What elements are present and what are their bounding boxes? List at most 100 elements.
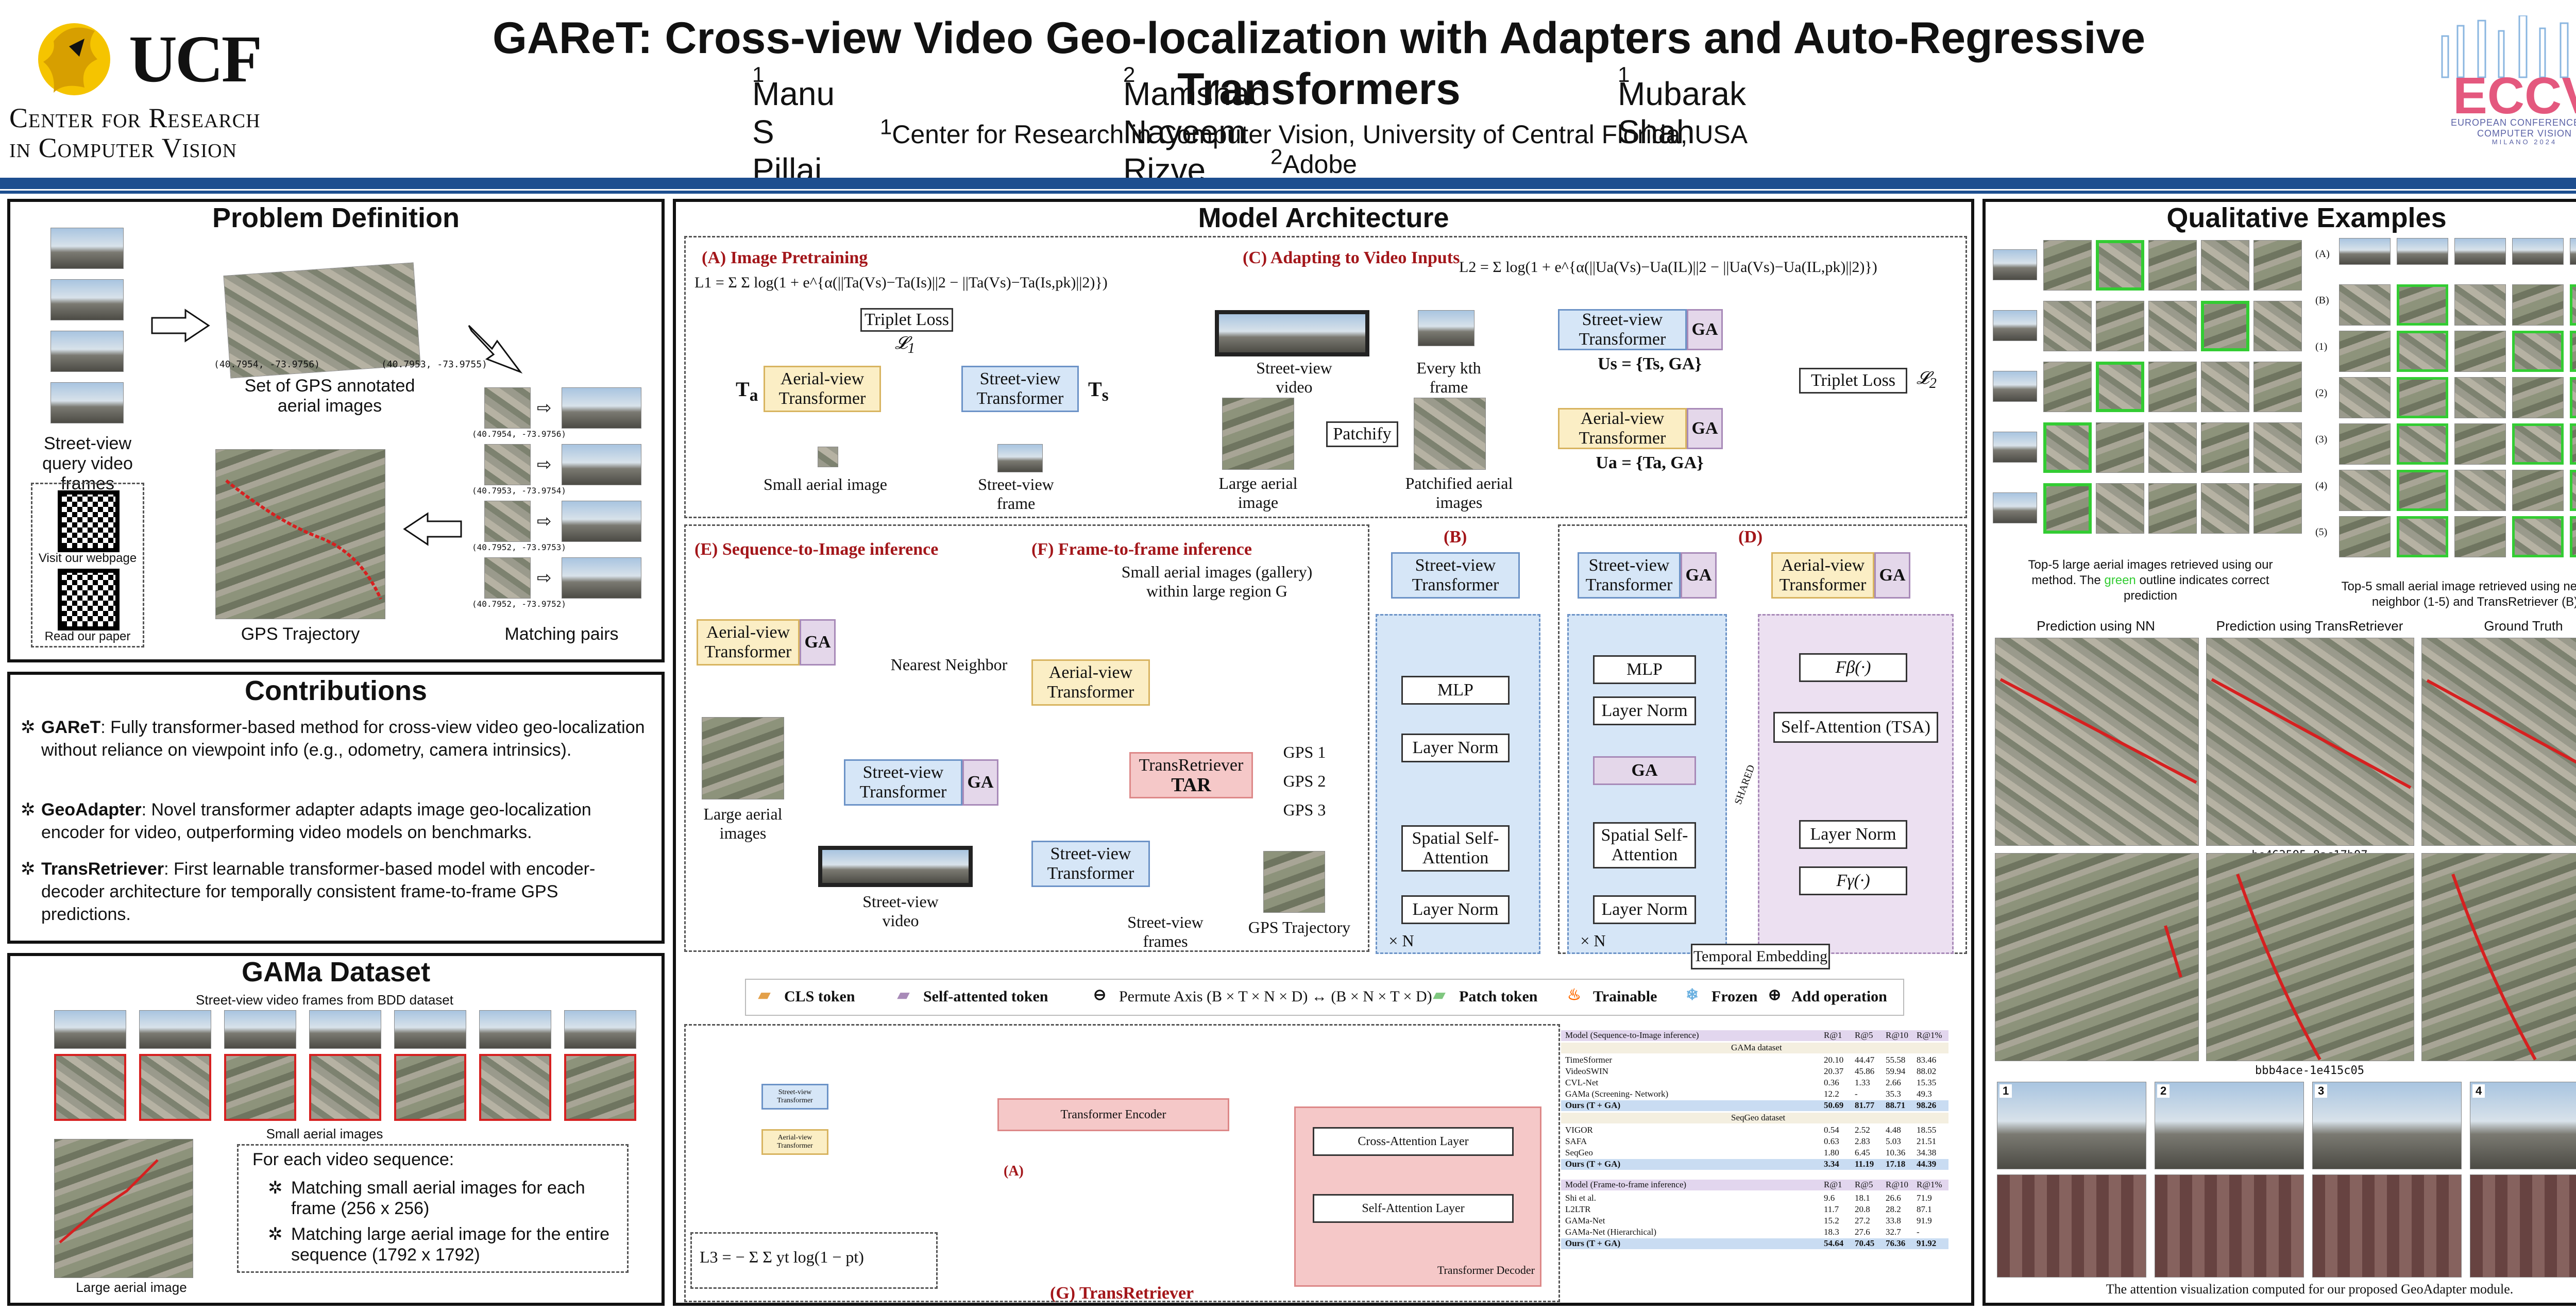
query-frame bbox=[1993, 249, 2037, 280]
retrieved-aerial bbox=[2512, 331, 2564, 372]
small-aerial bbox=[224, 1054, 296, 1121]
l3-box bbox=[690, 1232, 938, 1289]
row-label: (4) bbox=[2315, 480, 2328, 491]
pair-aerial bbox=[484, 557, 531, 599]
section-c-label: (C) Adapting to Video Inputs bbox=[1243, 248, 1460, 267]
webpage-qr-code[interactable] bbox=[58, 490, 120, 552]
paper-qr-code[interactable] bbox=[58, 569, 120, 631]
eccv-city: MILANO 2024 bbox=[2492, 138, 2557, 146]
retrieved-aerial bbox=[2096, 301, 2144, 351]
aerial-transformer-box: Aerial-view Transformer bbox=[697, 619, 800, 666]
snowflake-icon: ❄ bbox=[1686, 986, 1699, 1003]
retrieved-aerial bbox=[2512, 516, 2564, 557]
panel-title: Problem Definition bbox=[212, 202, 460, 233]
retrieved-aerial bbox=[2454, 516, 2506, 557]
row-label: (3) bbox=[2315, 434, 2328, 445]
query-frame bbox=[1993, 371, 2037, 402]
retrieved-aerial bbox=[2570, 284, 2576, 326]
retrieved-aerial bbox=[2339, 470, 2391, 511]
gps-label: GPS 3 bbox=[1283, 800, 1326, 819]
retrieval-row bbox=[1993, 360, 2307, 416]
small-aerial-label: Small aerial image bbox=[764, 475, 887, 493]
ua-equation: Ua = {Ta, GA} bbox=[1596, 453, 1704, 472]
retrieved-aerial bbox=[2512, 284, 2564, 326]
ga-block: GA bbox=[1593, 756, 1696, 785]
ga-adapter-box: GA bbox=[1681, 552, 1717, 599]
transformer-encoder-box: Transformer Encoder bbox=[997, 1098, 1229, 1131]
attention-map bbox=[1997, 1174, 2146, 1277]
patchify-box: Patchify bbox=[1326, 421, 1398, 447]
attention-caption: The attention visualization computed for… bbox=[2106, 1282, 2514, 1297]
self-attended-token-icon: ▰ bbox=[897, 986, 910, 1003]
l2-label: 𝓛2 bbox=[1917, 369, 1937, 391]
webpage-link[interactable]: Visit our webpage bbox=[38, 551, 137, 565]
l1-equation: L1 = Σ Σ log(1 + e^{α(||Ta(Vs)−Ta(Is)||2… bbox=[694, 274, 1108, 291]
patchified-grid bbox=[1414, 398, 1486, 470]
legend-label: Self-attented token bbox=[923, 988, 1048, 1005]
street-transformer-box: Street-view Transformer bbox=[1558, 309, 1687, 350]
pair-street bbox=[562, 387, 641, 429]
column-title: Prediction using TransRetriever bbox=[2216, 618, 2403, 634]
contribution-item: ✲GeoAdapter: Novel transformer adapter a… bbox=[21, 798, 649, 844]
attention-map bbox=[2312, 1174, 2462, 1277]
street-frame: 1 bbox=[1997, 1082, 2146, 1169]
retrieved-aerial bbox=[2397, 516, 2448, 557]
gps-trajectory-label: GPS Trajectory bbox=[1248, 918, 1351, 936]
retrieved-aerial bbox=[2512, 470, 2564, 511]
query-frame bbox=[2512, 238, 2564, 265]
query-frame bbox=[1993, 310, 2037, 341]
right-arrow-icon: ⇨ bbox=[537, 512, 552, 531]
bdd-frame bbox=[139, 1010, 211, 1049]
ts-label: Ts bbox=[1088, 378, 1109, 405]
affiliation-1: 1Center for Research in Computer Vision,… bbox=[879, 114, 1748, 149]
layer-norm-box: Layer Norm bbox=[1401, 734, 1510, 762]
frame-number: 1 bbox=[1999, 1084, 2012, 1098]
section-d-label: (D) bbox=[1738, 527, 1763, 547]
coord-label: (40.7953, -73.9754) bbox=[472, 486, 567, 496]
retrieved-aerial bbox=[2570, 423, 2576, 465]
section-b-label: (B) bbox=[1444, 527, 1467, 547]
layer-norm-box: Layer Norm bbox=[1593, 696, 1696, 725]
transretriever-prediction-map bbox=[2206, 853, 2414, 1061]
large-aerial bbox=[54, 1139, 193, 1278]
query-frame bbox=[50, 279, 124, 320]
right-arrow-icon: ⇨ bbox=[537, 568, 552, 588]
query-frame bbox=[1993, 492, 2037, 523]
section-e-label: (E) Sequence-to-Image inference bbox=[694, 540, 939, 559]
ga-adapter-box: GA bbox=[1874, 552, 1910, 599]
street-frames-caption: Street-view video frames from BDD datase… bbox=[196, 992, 453, 1008]
section-ac-frame bbox=[684, 236, 1967, 518]
query-frame bbox=[2454, 238, 2506, 265]
section-f-label: (F) Frame-to-frame inference bbox=[1031, 540, 1252, 559]
cross-attention-box: Cross-Attention Layer bbox=[1313, 1127, 1514, 1156]
ga-adapter-box: GA bbox=[1687, 309, 1723, 350]
retrieved-aerial bbox=[2148, 422, 2197, 473]
retrieved-aerial bbox=[2570, 377, 2576, 418]
aerial-transformer-box: Aerial-view Transformer bbox=[1558, 408, 1687, 449]
query-frame bbox=[50, 382, 124, 423]
permute-icon: ⊖ bbox=[1093, 986, 1107, 1003]
street-transformer-box: Street-view Transformer bbox=[1031, 841, 1150, 887]
nn-prediction-map bbox=[1995, 853, 2199, 1061]
paper-link[interactable]: Read our paper bbox=[44, 629, 131, 643]
retrieved-aerial bbox=[2512, 423, 2564, 465]
row-label: (2) bbox=[2315, 387, 2328, 399]
pair-street bbox=[562, 444, 641, 485]
retrieved-aerial bbox=[2043, 362, 2092, 412]
retrieved-aerial bbox=[2201, 483, 2249, 534]
gama-dataset-panel: GAMa Dataset Street-view video frames fr… bbox=[7, 953, 665, 1306]
retrieved-aerial bbox=[2043, 483, 2092, 534]
retrieved-aerial bbox=[2339, 423, 2391, 465]
gps-trajectory-map bbox=[215, 449, 385, 619]
section-ef-frame bbox=[684, 524, 1369, 952]
panel-title: Model Architecture bbox=[1198, 202, 1449, 233]
g-sub-a-label: (A) bbox=[1004, 1163, 1024, 1179]
panel-title: GAMa Dataset bbox=[241, 957, 431, 987]
mini-aerial-transformer: Aerial-view Transformer bbox=[761, 1129, 828, 1155]
street-video-strip bbox=[1215, 310, 1369, 356]
